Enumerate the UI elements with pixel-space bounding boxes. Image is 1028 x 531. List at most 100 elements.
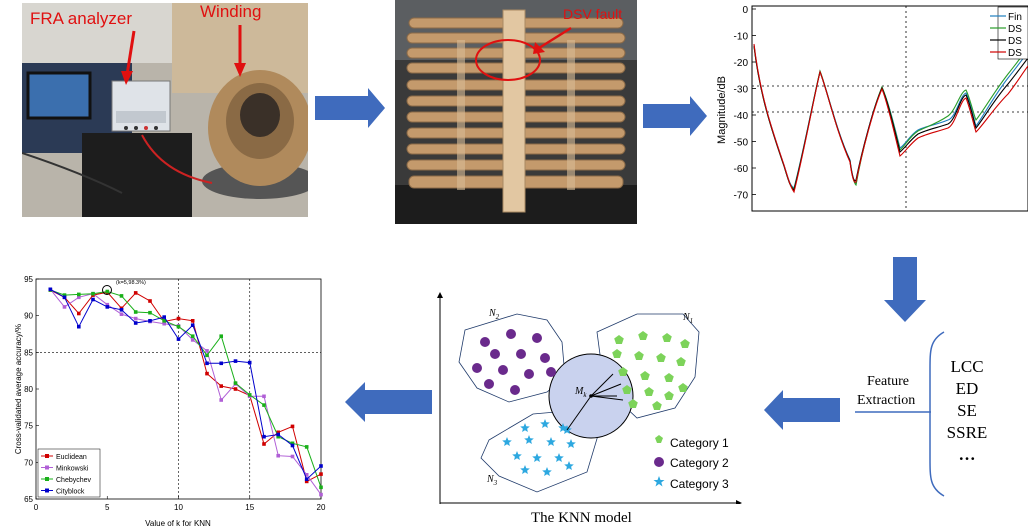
feature-se: SE bbox=[957, 401, 977, 420]
fra-curves bbox=[753, 43, 1028, 194]
best-k-annotation: (k=5,98.3%) bbox=[116, 280, 146, 286]
accuracy-ylabel: Cross-validated average accuracy/% bbox=[14, 324, 23, 454]
accuracy-point-euclidean bbox=[77, 311, 81, 316]
accuracy-legend-label: Minkowski bbox=[56, 466, 89, 473]
knn-point-cat2 bbox=[506, 329, 516, 339]
fra-setup-photo bbox=[22, 3, 308, 217]
accuracy-point-chebychev bbox=[62, 293, 67, 297]
accuracy-series-line-minkowski bbox=[49, 288, 322, 495]
accuracy-point-chebychev bbox=[190, 334, 195, 338]
knn-point-cat3 bbox=[558, 423, 568, 432]
knn-model-diagram: N2 N1 N3 Mk Category 1 Category 2 Catego… bbox=[437, 292, 742, 504]
accuracy-point-euclidean bbox=[190, 319, 195, 323]
knn-point-cat1 bbox=[628, 399, 638, 408]
accuracy-point-chebychev bbox=[162, 319, 166, 323]
accuracy-point-cityblock bbox=[219, 361, 223, 366]
photo1-arrows bbox=[121, 25, 246, 85]
accuracy-point-cityblock bbox=[276, 432, 280, 437]
knn-point-cat2 bbox=[516, 349, 526, 359]
accuracy-point-minkowski bbox=[290, 454, 295, 459]
accuracy-point-euclidean bbox=[219, 384, 223, 388]
fra-ytick-label: 0 bbox=[742, 5, 748, 16]
accuracy-ytick-label: 65 bbox=[24, 495, 33, 504]
knn-label-m: Mk bbox=[574, 386, 587, 399]
knn-legend-cat1: Category 1 bbox=[670, 436, 729, 450]
knn-point-cat1 bbox=[664, 373, 674, 382]
accuracy-series-line-euclidean bbox=[50, 289, 322, 483]
accuracy-point-cityblock bbox=[319, 464, 323, 468]
knn-points bbox=[472, 329, 690, 476]
knn-label-n1: N1 bbox=[682, 312, 693, 325]
accuracy-xtick-label: 0 bbox=[34, 503, 39, 512]
knn-point-cat1 bbox=[676, 357, 686, 366]
accuracy-point-chebychev bbox=[91, 291, 95, 296]
accuracy-point-euclidean bbox=[133, 291, 138, 295]
knn-point-cat2 bbox=[510, 385, 520, 395]
knn-point-cat3 bbox=[502, 437, 512, 446]
accuracy-point-euclidean bbox=[262, 442, 266, 446]
accuracy-xtick-label: 15 bbox=[245, 503, 254, 512]
accuracy-point-chebychev bbox=[304, 445, 309, 449]
fra-legend-label: Fin bbox=[1008, 12, 1022, 23]
knn-point-cat2 bbox=[540, 353, 550, 363]
knn-point-cat2 bbox=[490, 349, 500, 359]
accuracy-point-cityblock bbox=[262, 434, 266, 439]
accuracy-point-chebychev bbox=[247, 393, 252, 397]
knn-point-cat3 bbox=[532, 453, 542, 462]
knn-point-cat1 bbox=[638, 331, 648, 340]
accuracy-point-chebychev bbox=[290, 441, 295, 446]
accuracy-point-cityblock bbox=[62, 295, 67, 300]
knn-point-cat3 bbox=[512, 451, 522, 460]
knn-point-cat3 bbox=[540, 419, 550, 428]
knn-point-cat3 bbox=[520, 423, 530, 432]
accuracy-point-chebychev bbox=[133, 310, 138, 314]
fra-curve-plot: 0-10-20-30-40-50-60-70 Magnitude/dB FinD… bbox=[716, 5, 1028, 212]
knn-legend: Category 1 Category 2 Category 3 bbox=[653, 435, 729, 491]
knn-legend-cat2: Category 2 bbox=[670, 456, 729, 470]
accuracy-ytick-label: 75 bbox=[24, 422, 33, 431]
fra-legend-label: DS bbox=[1008, 36, 1022, 47]
accuracy-point-minkowski bbox=[219, 398, 223, 402]
accuracy-ytick-label: 85 bbox=[24, 348, 33, 357]
best-k-marker bbox=[102, 285, 112, 295]
accuracy-point-minkowski bbox=[304, 473, 309, 477]
accuracy-point-chebychev bbox=[176, 324, 181, 329]
feature-more: … bbox=[958, 445, 976, 464]
accuracy-point-euclidean bbox=[176, 316, 181, 321]
accuracy-point-cityblock bbox=[205, 361, 209, 366]
knn-point-cat1 bbox=[634, 351, 644, 360]
knn-legend-cat3: Category 3 bbox=[670, 477, 729, 491]
accuracy-point-cityblock bbox=[77, 324, 81, 329]
accuracy-ytick-label: 90 bbox=[24, 312, 33, 321]
arrow-right-1 bbox=[315, 88, 385, 128]
knn-point-cat2 bbox=[532, 333, 542, 343]
accuracy-point-chebychev bbox=[148, 310, 152, 315]
accuracy-series bbox=[48, 287, 323, 497]
accuracy-point-cityblock bbox=[233, 359, 238, 363]
accuracy-point-cityblock bbox=[48, 287, 53, 292]
accuracy-point-chebychev bbox=[219, 334, 223, 338]
accuracy-point-minkowski bbox=[119, 312, 124, 316]
knn-point-cat3 bbox=[554, 453, 564, 462]
knn-point-cat2 bbox=[484, 379, 494, 389]
knn-point-cat1 bbox=[678, 383, 688, 392]
accuracy-legend-marker bbox=[45, 488, 49, 493]
accuracy-legend-label: Cityblock bbox=[56, 489, 85, 496]
knn-label-n3: N3 bbox=[486, 474, 498, 487]
accuracy-point-chebychev bbox=[233, 381, 238, 385]
fra-ytick-label: -50 bbox=[734, 138, 749, 149]
feature-lcc: LCC bbox=[950, 357, 984, 376]
accuracy-point-euclidean bbox=[148, 299, 152, 303]
fra-ytick-label: -10 bbox=[734, 32, 749, 43]
accuracy-xtick-label: 20 bbox=[317, 503, 326, 512]
feature-ssre: SSRE bbox=[946, 423, 988, 442]
accuracy-point-cityblock bbox=[304, 477, 309, 481]
accuracy-point-chebychev bbox=[77, 292, 81, 297]
arrow-left-2 bbox=[345, 382, 432, 422]
accuracy-point-minkowski bbox=[190, 338, 195, 342]
knn-point-cat1 bbox=[614, 335, 624, 344]
knn-point-cat3 bbox=[546, 437, 556, 446]
accuracy-point-minkowski bbox=[162, 321, 166, 326]
